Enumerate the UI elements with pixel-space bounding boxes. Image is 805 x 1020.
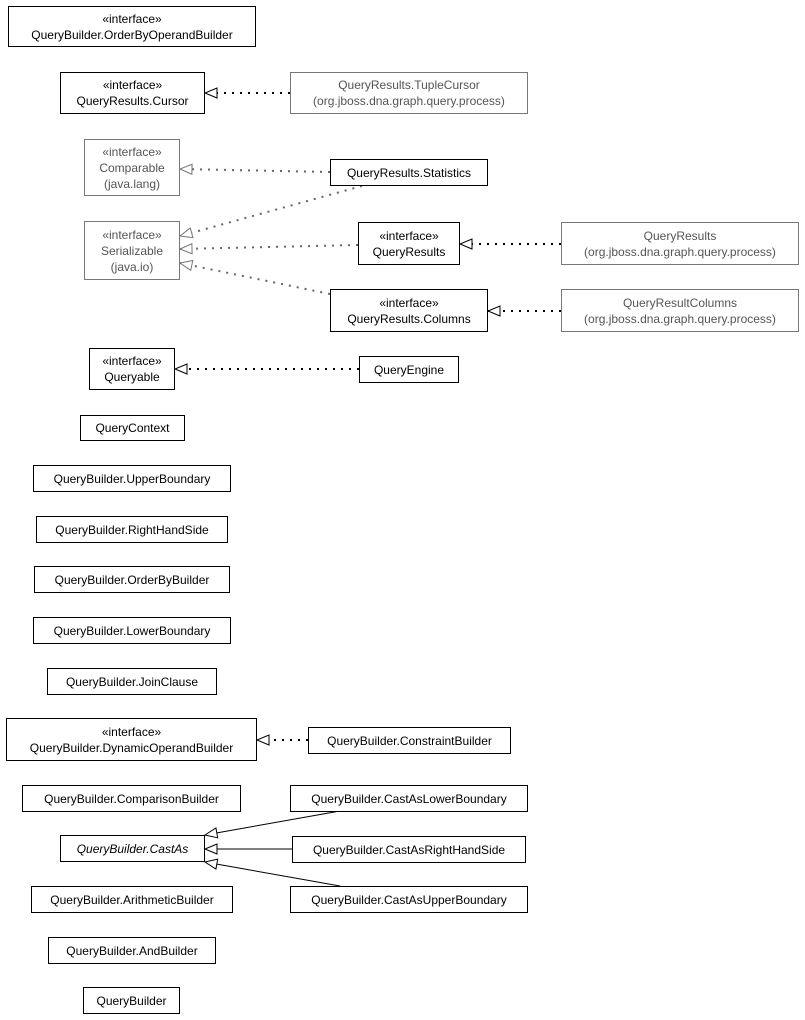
class-serializable[interactable]: «interface» Serializable (java.io) <box>84 221 180 280</box>
class-name: QueryBuilder.CastAsUpperBoundary <box>311 892 507 907</box>
class-name: Comparable <box>99 160 165 175</box>
package-label: (java.io) <box>110 259 154 274</box>
stereotype-label: «interface» <box>379 228 439 243</box>
class-comparable[interactable]: «interface» Comparable (java.lang) <box>84 139 180 196</box>
class-name: QueryBuilder.LowerBoundary <box>53 623 211 638</box>
stereotype-label: «interface» <box>379 295 439 310</box>
class-name: QueryResults <box>372 244 446 259</box>
class-arithmeticbuilder[interactable]: QueryBuilder.ArithmeticBuilder <box>31 886 233 913</box>
class-name: Queryable <box>104 370 160 384</box>
edge-statistics-comparable <box>180 169 331 172</box>
class-name: QueryEngine <box>373 362 445 377</box>
class-queryresults[interactable]: «interface» QueryResults <box>358 222 460 265</box>
class-queryresultcolumns[interactable]: QueryResultColumns (org.jboss.dna.graph.… <box>561 289 799 332</box>
class-castas[interactable]: QueryBuilder.CastAs <box>60 835 205 862</box>
class-lowerboundary[interactable]: QueryBuilder.LowerBoundary <box>33 617 231 644</box>
edge-statistics-serializable <box>180 185 363 236</box>
class-name: QueryBuilder.OrderByBuilder <box>54 572 210 587</box>
class-name: QueryBuilder.ConstraintBuilder <box>327 733 492 748</box>
class-tuplecursor[interactable]: QueryResults.TupleCursor (org.jboss.dna.… <box>290 72 528 114</box>
package-label: (java.lang) <box>103 176 161 191</box>
class-querybuilder[interactable]: QueryBuilder <box>83 987 180 1014</box>
class-name: QueryBuilder.DynamicOperandBuilder <box>29 740 234 755</box>
class-statistics[interactable]: QueryResults.Statistics <box>330 159 488 186</box>
class-righthandside[interactable]: QueryBuilder.RightHandSide <box>36 516 228 543</box>
stereotype-label: «interface» <box>101 724 162 739</box>
edge-castasupperboundary-castas <box>205 862 341 887</box>
edge-columns-serializable <box>180 263 331 295</box>
class-name: QueryResults <box>643 228 717 243</box>
class-name: QueryBuilder.AndBuilder <box>66 943 198 958</box>
class-castasrighthandside[interactable]: QueryBuilder.CastAsRightHandSide <box>292 836 526 863</box>
class-querycontext[interactable]: QueryContext <box>80 415 185 441</box>
class-orderbyoperandbuilder[interactable]: «interface» QueryBuilder.OrderByOperandB… <box>8 6 256 47</box>
class-name: QueryBuilder.CastAs <box>76 841 189 856</box>
package-label: (org.jboss.dna.graph.query.process) <box>584 244 776 259</box>
class-name: QueryBuilder.ArithmeticBuilder <box>50 892 214 907</box>
class-name: QueryContext <box>95 421 170 435</box>
class-columns[interactable]: «interface» QueryResults.Columns <box>330 289 488 332</box>
class-name: QueryResults.Columns <box>347 311 471 326</box>
class-name: QueryBuilder.UpperBoundary <box>53 471 211 486</box>
class-castasupperboundary[interactable]: QueryBuilder.CastAsUpperBoundary <box>290 886 528 913</box>
stereotype-label: «interface» <box>102 354 162 368</box>
class-dynamicoperandbuilder[interactable]: «interface» QueryBuilder.DynamicOperandB… <box>6 718 257 761</box>
class-name: QueryBuilder <box>96 993 167 1008</box>
edge-queryresults-serializable <box>180 245 359 249</box>
class-name: QueryBuilder.ComparisonBuilder <box>44 791 219 806</box>
class-name: QueryResults.TupleCursor <box>338 78 480 92</box>
class-name: QueryBuilder.RightHandSide <box>55 522 209 537</box>
class-queryable[interactable]: «interface» Queryable <box>89 348 175 390</box>
class-joinclause[interactable]: QueryBuilder.JoinClause <box>47 668 217 695</box>
class-name: QueryBuilder.CastAsLowerBoundary <box>311 791 507 806</box>
class-name: Serializable <box>100 243 164 258</box>
stereotype-label: «interface» <box>102 11 162 26</box>
class-andbuilder[interactable]: QueryBuilder.AndBuilder <box>48 937 216 964</box>
class-name: QueryBuilder.CastAsRightHandSide <box>312 842 506 857</box>
class-queryresults-impl[interactable]: QueryResults (org.jboss.dna.graph.query.… <box>561 222 799 265</box>
stereotype-label: «interface» <box>102 227 162 242</box>
class-upperboundary[interactable]: QueryBuilder.UpperBoundary <box>33 465 231 492</box>
class-queryengine[interactable]: QueryEngine <box>359 356 459 383</box>
class-name: QueryBuilder.JoinClause <box>65 674 199 689</box>
stereotype-label: «interface» <box>102 144 162 159</box>
class-orderbybuilder[interactable]: QueryBuilder.OrderByBuilder <box>34 566 230 593</box>
class-cursor[interactable]: «interface» QueryResults.Cursor <box>60 72 205 114</box>
package-label: (org.jboss.dna.graph.query.process) <box>313 94 505 108</box>
class-name: QueryResults.Cursor <box>76 94 189 108</box>
class-name: QueryBuilder.OrderByOperandBuilder <box>31 27 233 42</box>
class-name: QueryResults.Statistics <box>346 165 472 180</box>
edge-castaslowerboundary-castas <box>205 810 341 835</box>
package-label: (org.jboss.dna.graph.query.process) <box>584 311 776 326</box>
class-comparisonbuilder[interactable]: QueryBuilder.ComparisonBuilder <box>22 785 241 812</box>
class-castaslowerboundary[interactable]: QueryBuilder.CastAsLowerBoundary <box>290 785 528 812</box>
class-constraintbuilder[interactable]: QueryBuilder.ConstraintBuilder <box>308 727 511 754</box>
stereotype-label: «interface» <box>102 78 163 92</box>
class-name: QueryResultColumns <box>622 295 738 310</box>
